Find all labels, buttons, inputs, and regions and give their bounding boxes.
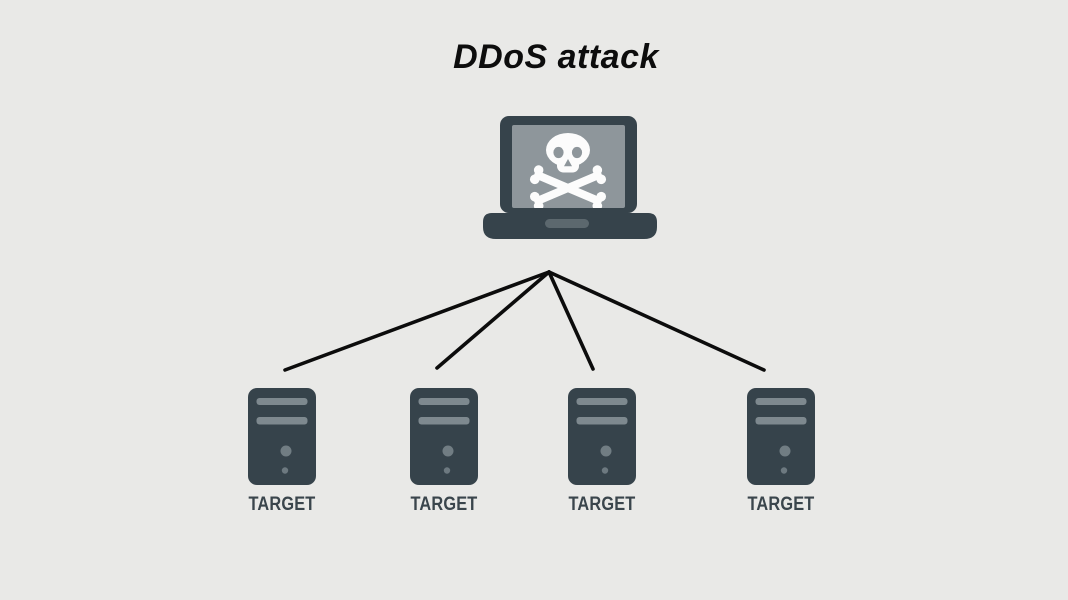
laptop-touchpad xyxy=(545,219,589,228)
laptop-skull-icon xyxy=(483,116,657,239)
attacker-laptop xyxy=(481,110,659,242)
target-label: TARGET xyxy=(747,494,815,515)
skull-crossbones-icon xyxy=(529,133,607,208)
attack-line-3 xyxy=(547,270,595,371)
target-label: TARGET xyxy=(410,494,478,515)
attack-line-2 xyxy=(435,270,551,370)
target-server-3: TARGET xyxy=(542,388,662,516)
target-label: TARGET xyxy=(248,494,316,515)
diagram-title: DDoS attack xyxy=(453,38,659,76)
target-server-4: TARGET xyxy=(721,388,841,516)
target-server-1: TARGET xyxy=(222,388,342,516)
target-server-2: TARGET xyxy=(384,388,504,516)
server-tower-icon xyxy=(248,388,316,485)
server-tower-icon xyxy=(747,388,815,485)
server-tower-icon xyxy=(568,388,636,485)
attack-line-4 xyxy=(547,270,766,372)
target-label: TARGET xyxy=(568,494,636,515)
attack-line-1 xyxy=(283,270,551,372)
server-tower-icon xyxy=(410,388,478,485)
